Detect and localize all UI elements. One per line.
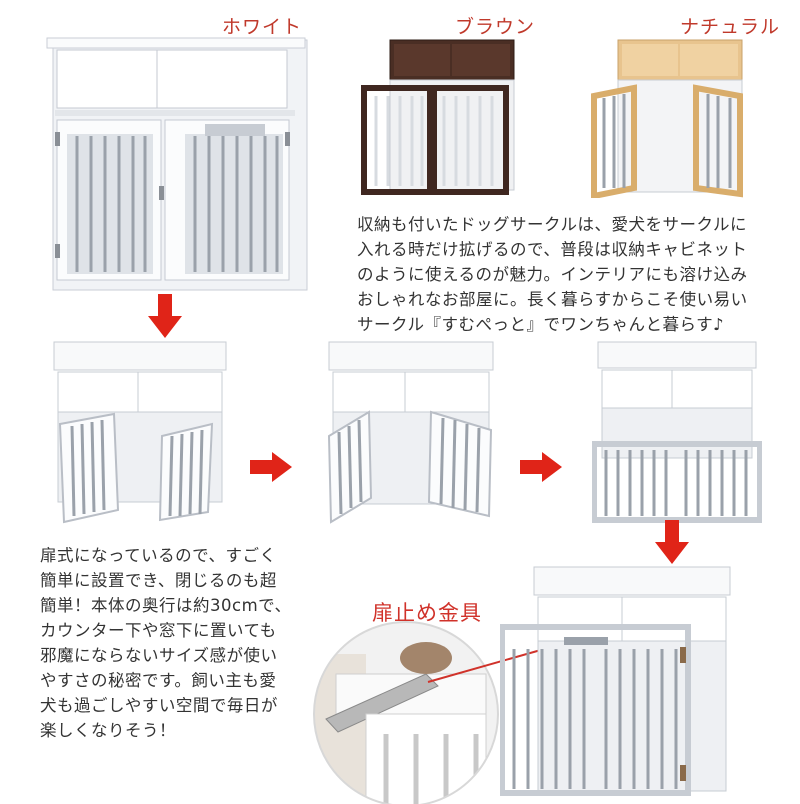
description-bottom: 扉式になっているので、すごく 簡単に設置でき、閉じるのも超 簡単！本体の奥行は約… [40, 546, 292, 740]
step1-doors-opening-photo [50, 340, 230, 525]
arrow-right-icon-1 [250, 452, 292, 482]
step2-doors-open-photo [325, 340, 497, 525]
natural-cabinet-open-photo [590, 38, 760, 198]
final-circle-with-stopper-photo [500, 565, 735, 797]
variant-label-natural: ナチュラル [680, 16, 781, 38]
door-stopper-closeup-photo [306, 614, 506, 804]
white-cabinet-closed-photo [45, 36, 313, 294]
arrow-down-icon [148, 294, 182, 338]
arrow-down-icon-2 [655, 520, 689, 564]
arrow-right-icon-2 [520, 452, 562, 482]
brown-cabinet-open-photo [360, 38, 520, 198]
variant-label-white: ホワイト [222, 16, 303, 38]
door-stopper-label: 扉止め金具 [372, 601, 482, 625]
description-top: 収納も付いたドッグサークルは、愛犬をサークルに 入れる時だけ拡げるので、普段は収… [357, 215, 748, 334]
step3-circle-expanded-photo [592, 340, 762, 525]
variant-label-brown: ブラウン [455, 16, 536, 38]
